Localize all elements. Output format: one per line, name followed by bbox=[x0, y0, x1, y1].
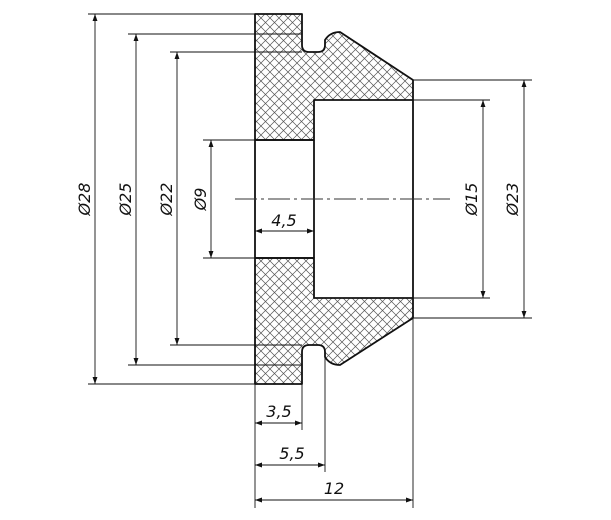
extension-lines bbox=[88, 13, 532, 508]
label-len-5-5: 5,5 bbox=[279, 444, 304, 463]
section-upper bbox=[254, 13, 414, 141]
label-dia-25: Ø25 bbox=[116, 183, 135, 217]
label-dia-28: Ø28 bbox=[75, 183, 94, 217]
label-dia-23: Ø23 bbox=[503, 183, 522, 217]
label-dia-15: Ø15 bbox=[462, 183, 481, 217]
label-dia-9: Ø9 bbox=[191, 188, 210, 212]
label-len-3-5: 3,5 bbox=[266, 402, 291, 421]
section-lower bbox=[254, 257, 414, 385]
label-len-12: 12 bbox=[324, 479, 344, 498]
label-len-4-5: 4,5 bbox=[271, 211, 296, 230]
dimension-lines bbox=[92, 14, 527, 503]
label-dia-22: Ø22 bbox=[157, 183, 176, 217]
